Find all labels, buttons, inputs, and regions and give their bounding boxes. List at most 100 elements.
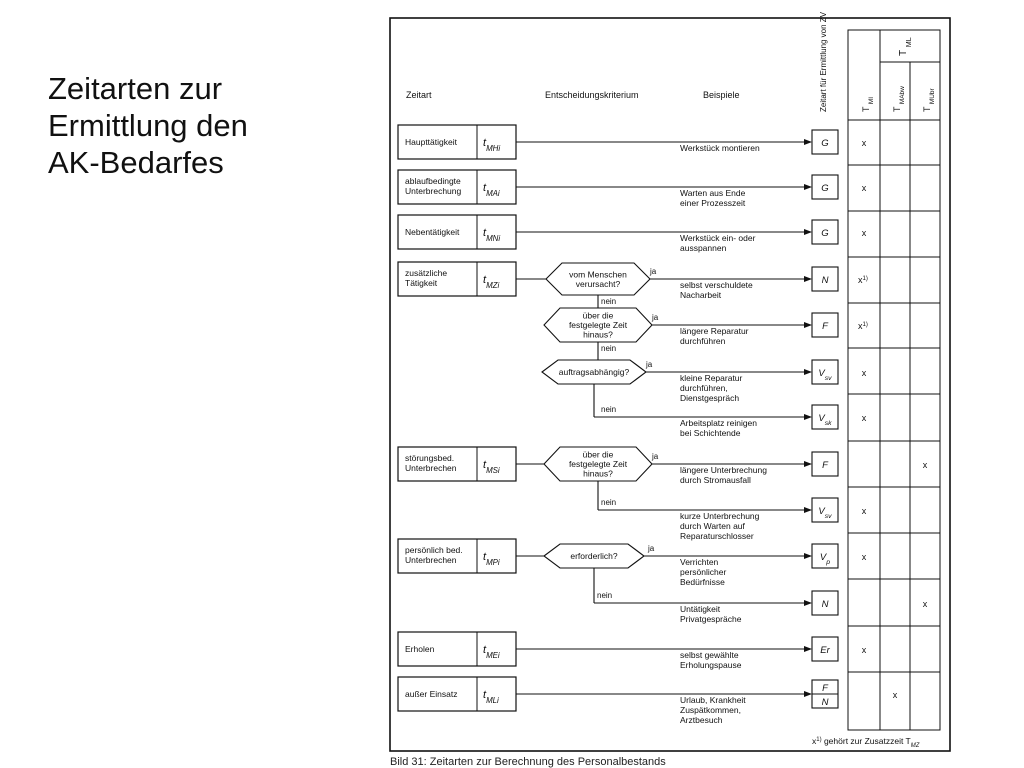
mark-cell: x xyxy=(862,645,867,655)
result-box xyxy=(811,219,839,245)
mark-cell: x1) xyxy=(858,321,868,331)
result-code: N xyxy=(822,697,829,708)
branch-label-ja: ja xyxy=(649,267,657,276)
result-box xyxy=(811,312,839,338)
result-code: F xyxy=(822,460,829,471)
branch-label-nein: nein xyxy=(597,591,612,600)
branch-label-ja: ja xyxy=(645,360,653,369)
result-code: F xyxy=(822,683,829,694)
zeitart-label: persönlich bed.Unterbrechen xyxy=(405,545,463,565)
result-code: G xyxy=(821,228,828,239)
mark-cell: x xyxy=(893,690,898,700)
branch-label-nein: nein xyxy=(601,344,616,353)
mark-cell: x xyxy=(862,183,867,193)
diagram-frame xyxy=(389,17,951,752)
result-box xyxy=(811,174,839,200)
header-entscheidungskriterium: Entscheidungskriterium xyxy=(545,90,639,100)
zeitart-symbol: tMHi xyxy=(483,137,500,153)
header-zeitart-zv: Zeitart für Ermittlung von ZV xyxy=(819,11,828,112)
result-code: Er xyxy=(820,645,830,656)
mark-cell: x xyxy=(862,368,867,378)
result-code: Vsv xyxy=(818,506,832,520)
figure-caption: Bild 31: Zeitarten zur Berechnung des Pe… xyxy=(390,756,666,768)
zeitart-symbol: tMEi xyxy=(483,644,500,660)
header-t-mabw: T MAbw xyxy=(892,86,906,112)
zeitart-box xyxy=(397,124,517,160)
zeitart-symbol: tMLi xyxy=(483,689,499,705)
zeitart-symbol: tMNi xyxy=(483,227,500,243)
result-code: N xyxy=(822,599,829,610)
zeitart-label: Erholen xyxy=(405,644,435,654)
footnote: x1) gehört zur Zusatzzeit TMZ xyxy=(812,736,920,749)
example-text: Werkstück montieren xyxy=(680,143,760,153)
decision-label: auftragsabhängig? xyxy=(559,367,630,377)
mark-cell: x xyxy=(923,460,928,470)
zeitart-box xyxy=(397,538,517,574)
zeitart-box xyxy=(397,676,517,712)
mark-cell: x xyxy=(862,413,867,423)
result-box xyxy=(811,590,839,616)
zeitart-symbol: tMSi xyxy=(483,459,500,475)
result-box xyxy=(811,129,839,155)
mark-cell: x1) xyxy=(858,275,868,285)
header-zeitart: Zeitart xyxy=(406,90,432,100)
zeitart-box xyxy=(397,446,517,482)
result-box xyxy=(811,451,839,477)
mark-cell: x xyxy=(862,228,867,238)
branch-label-ja: ja xyxy=(651,313,659,322)
zeitart-symbol: tMZi xyxy=(483,274,499,290)
header-t-mi: T MI xyxy=(861,97,875,112)
header-t-mubr: T MUbr xyxy=(922,87,936,112)
slide-title: Zeitarten zur Ermittlung den AK-Bedarfes xyxy=(48,70,348,181)
result-code: G xyxy=(821,138,828,149)
result-code: G xyxy=(821,183,828,194)
header-beispiele: Beispiele xyxy=(703,90,740,100)
result-box xyxy=(811,636,839,662)
branch-label-ja: ja xyxy=(651,452,659,461)
zeitart-label: störungsbed.Unterbrechen xyxy=(405,453,457,473)
decision-label: erforderlich? xyxy=(570,551,618,561)
mark-cell: x xyxy=(862,138,867,148)
zeitart-label: Nebentätigkeit xyxy=(405,227,460,237)
header-t-ml: T ML xyxy=(898,37,913,56)
branch-label-nein: nein xyxy=(601,405,616,414)
zeitart-symbol: tMPi xyxy=(483,551,500,567)
result-code: Vsk xyxy=(818,413,832,427)
mark-cell: x xyxy=(923,599,928,609)
zeitart-box xyxy=(397,214,517,250)
slide-title-line-1: Zeitarten zur xyxy=(48,71,223,106)
mark-cell: x xyxy=(862,506,867,516)
slide-title-line-3: AK-Bedarfes xyxy=(48,145,224,180)
zeitart-box xyxy=(397,631,517,667)
zeitart-label: Haupttätigkeit xyxy=(405,137,458,147)
branch-label-ja: ja xyxy=(647,544,655,553)
result-box xyxy=(811,266,839,292)
result-box xyxy=(811,497,839,523)
result-box xyxy=(811,404,839,430)
result-box xyxy=(811,359,839,385)
result-code: N xyxy=(822,275,829,286)
marks-table xyxy=(847,29,941,731)
result-code: Vsv xyxy=(818,368,832,382)
slide-title-line-2: Ermittlung den xyxy=(48,108,248,143)
zeitart-symbol: tMAi xyxy=(483,182,500,198)
zeitart-box xyxy=(397,169,517,205)
mark-cell: x xyxy=(862,552,867,562)
